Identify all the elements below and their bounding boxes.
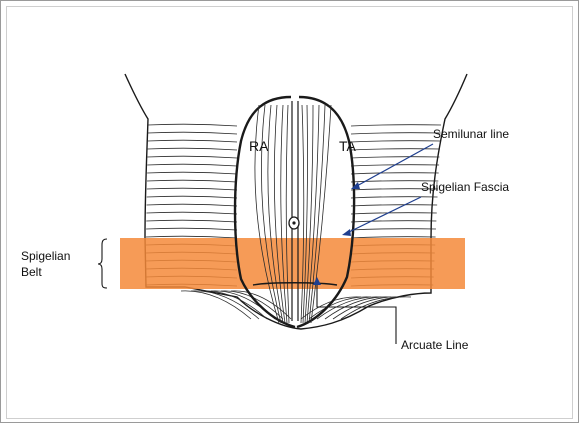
striation-left (148, 132, 237, 134)
striation-left (146, 236, 237, 238)
striation-left (147, 164, 237, 166)
rectus-sheath-right (297, 97, 354, 327)
rectus-fiber (274, 105, 285, 323)
striation-right (351, 213, 437, 214)
striation-left (146, 212, 237, 214)
striation-left (147, 196, 237, 198)
striation-left (148, 148, 237, 150)
striation-right (351, 149, 440, 150)
striation-left (148, 140, 237, 142)
striation-left (147, 172, 237, 174)
striation-left (148, 124, 237, 126)
umbilicus-center (292, 221, 295, 224)
striation-left (147, 204, 237, 206)
label-ra: RA (249, 138, 269, 154)
striation-right (351, 133, 441, 134)
label-ta: TA (339, 138, 357, 154)
striation-right (351, 221, 436, 222)
rectus-fiber (286, 105, 289, 323)
striation-right (351, 237, 436, 238)
striation-right (351, 173, 439, 174)
label-spigelian-belt-line1: Spigelian (21, 249, 70, 263)
striation-left (147, 156, 237, 158)
label-semilunar-line: Semilunar line (433, 127, 509, 141)
semilunar-arrowhead (351, 182, 360, 189)
spigelian-fascia-arrowhead (342, 229, 351, 236)
striation-right (351, 125, 441, 126)
striation-left (147, 180, 237, 182)
striation-left (146, 220, 237, 222)
label-spigelian-fascia: Spigelian Fascia (421, 180, 509, 194)
rectus-fiber (305, 105, 313, 323)
spigelian-fascia-leader (347, 197, 421, 233)
striation-left (146, 228, 237, 230)
label-arcuate-line: Arcuate Line (401, 338, 469, 352)
label-spigelian-belt-line2: Belt (21, 265, 42, 279)
striation-right (351, 205, 437, 206)
striation-left (147, 188, 237, 190)
transversus-lines-left (145, 124, 291, 319)
striation-right (351, 229, 436, 230)
striation-right (351, 197, 438, 198)
striation-right (351, 141, 440, 142)
belt-bracket (98, 239, 107, 288)
striation-right (351, 157, 439, 158)
rectus-fiber (311, 105, 331, 323)
torso-outline (125, 74, 467, 329)
rectus-fiber (301, 105, 304, 323)
